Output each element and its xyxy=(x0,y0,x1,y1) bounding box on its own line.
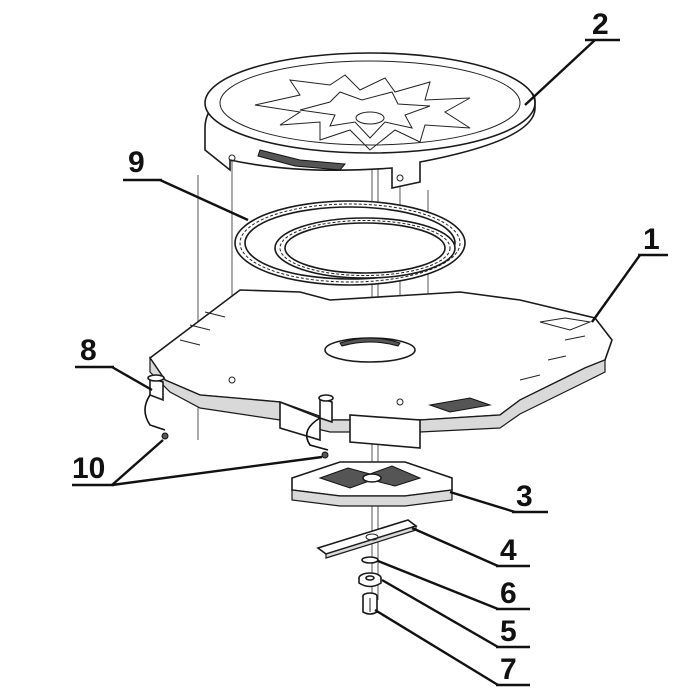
callout-6: 6 xyxy=(500,577,517,610)
part-6-washer xyxy=(361,556,379,564)
callout-2: 2 xyxy=(592,8,609,41)
callout-labels: 2 9 1 8 10 3 4 6 5 7 xyxy=(72,8,660,686)
leader-3 xyxy=(449,490,516,514)
leader-5 xyxy=(381,578,499,649)
part-4-flat-bar xyxy=(316,519,418,559)
part-9-ball-ring xyxy=(234,200,466,286)
leader-1 xyxy=(591,254,641,323)
callout-5: 5 xyxy=(500,615,517,648)
part-2-top-cover xyxy=(204,52,536,189)
callout-leaders xyxy=(72,38,668,687)
callout-3: 3 xyxy=(516,480,533,513)
callout-7: 7 xyxy=(500,653,517,686)
part-1-base-plate xyxy=(148,289,613,449)
callout-8: 8 xyxy=(80,334,97,367)
leader-7 xyxy=(374,608,499,687)
leader-10a xyxy=(111,439,164,486)
part-5-nut xyxy=(358,572,382,588)
leader-10b xyxy=(111,455,323,487)
part-3-clamp-bracket xyxy=(291,461,453,507)
leader-2 xyxy=(524,39,596,106)
callout-1: 1 xyxy=(643,223,660,256)
callout-9: 9 xyxy=(128,146,145,179)
callout-4: 4 xyxy=(500,534,517,567)
leader-8 xyxy=(111,365,153,392)
leader-6 xyxy=(377,559,499,611)
part-8-post-clips xyxy=(144,374,334,451)
part-10-screws xyxy=(161,432,329,459)
leader-9 xyxy=(159,178,249,222)
callout-10: 10 xyxy=(72,452,105,485)
leader-4 xyxy=(411,526,499,568)
